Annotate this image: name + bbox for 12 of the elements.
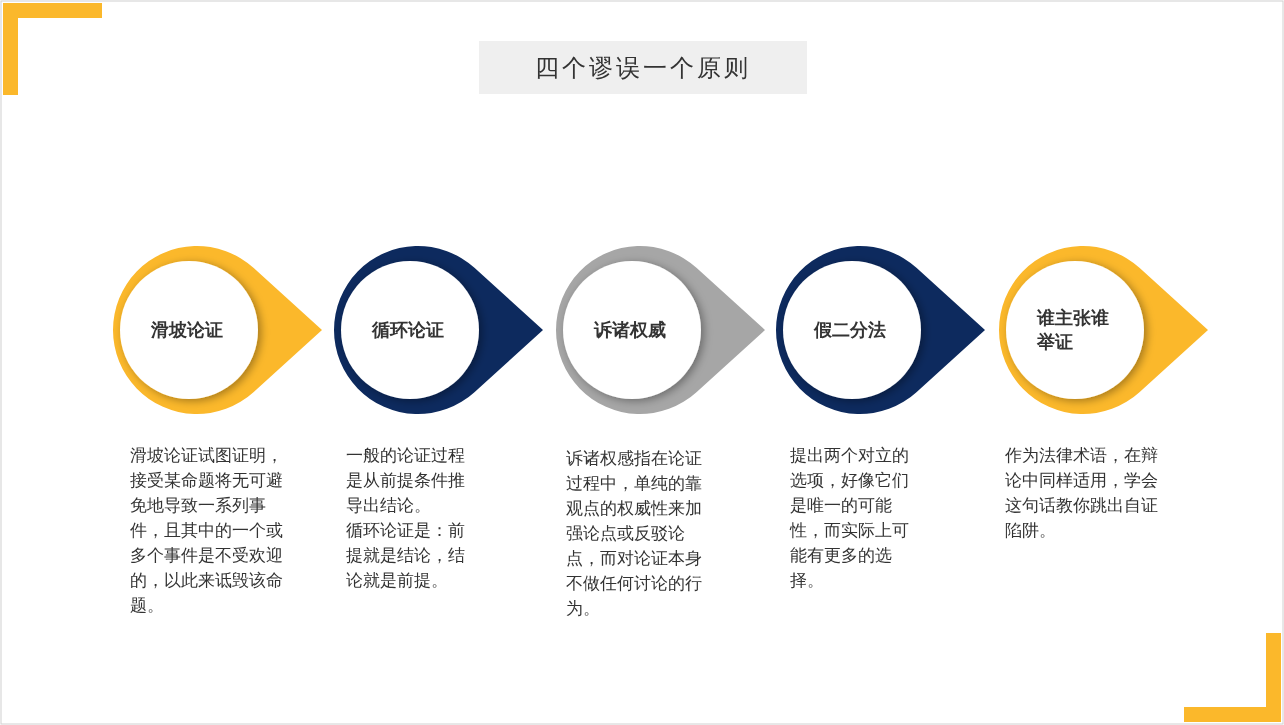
title: 四个谬误一个原则 — [479, 41, 807, 94]
description-text: 循环论证是：前提就是结论，结论就是前提。 — [346, 519, 466, 592]
node-label: 滑坡论证 — [151, 318, 224, 342]
description-text: 滑坡论证试图证明，接受某命题将无可避免地导致一系列事件，且其中的一个或多个事件是不受欢迎的，以此来诋毁该命题。 — [130, 444, 284, 617]
node-label: 循环论证 — [372, 318, 445, 342]
node-label: 诉诸权威 — [594, 318, 667, 342]
description-text: 诉诸权感指在论证过程中，单纯的靠观点的权威性来加强论点或反驳论点，而对论证本身不做任何讨论的行为。 — [566, 447, 703, 620]
node-label: 假二分法 — [814, 318, 887, 342]
description-text: 作为法律术语，在辩论中同样适用，学会这句话教你跳出自证陷阱。 — [1005, 444, 1159, 542]
node-label: 谁主张谁举证 — [1037, 306, 1110, 354]
description-text: 提出两个对立的选项，好像它们是唯一的可能性，而实际上可能有更多的选择。 — [790, 444, 910, 592]
description-text: 一般的论证过程是从前提条件推导出结论。 — [346, 444, 466, 517]
